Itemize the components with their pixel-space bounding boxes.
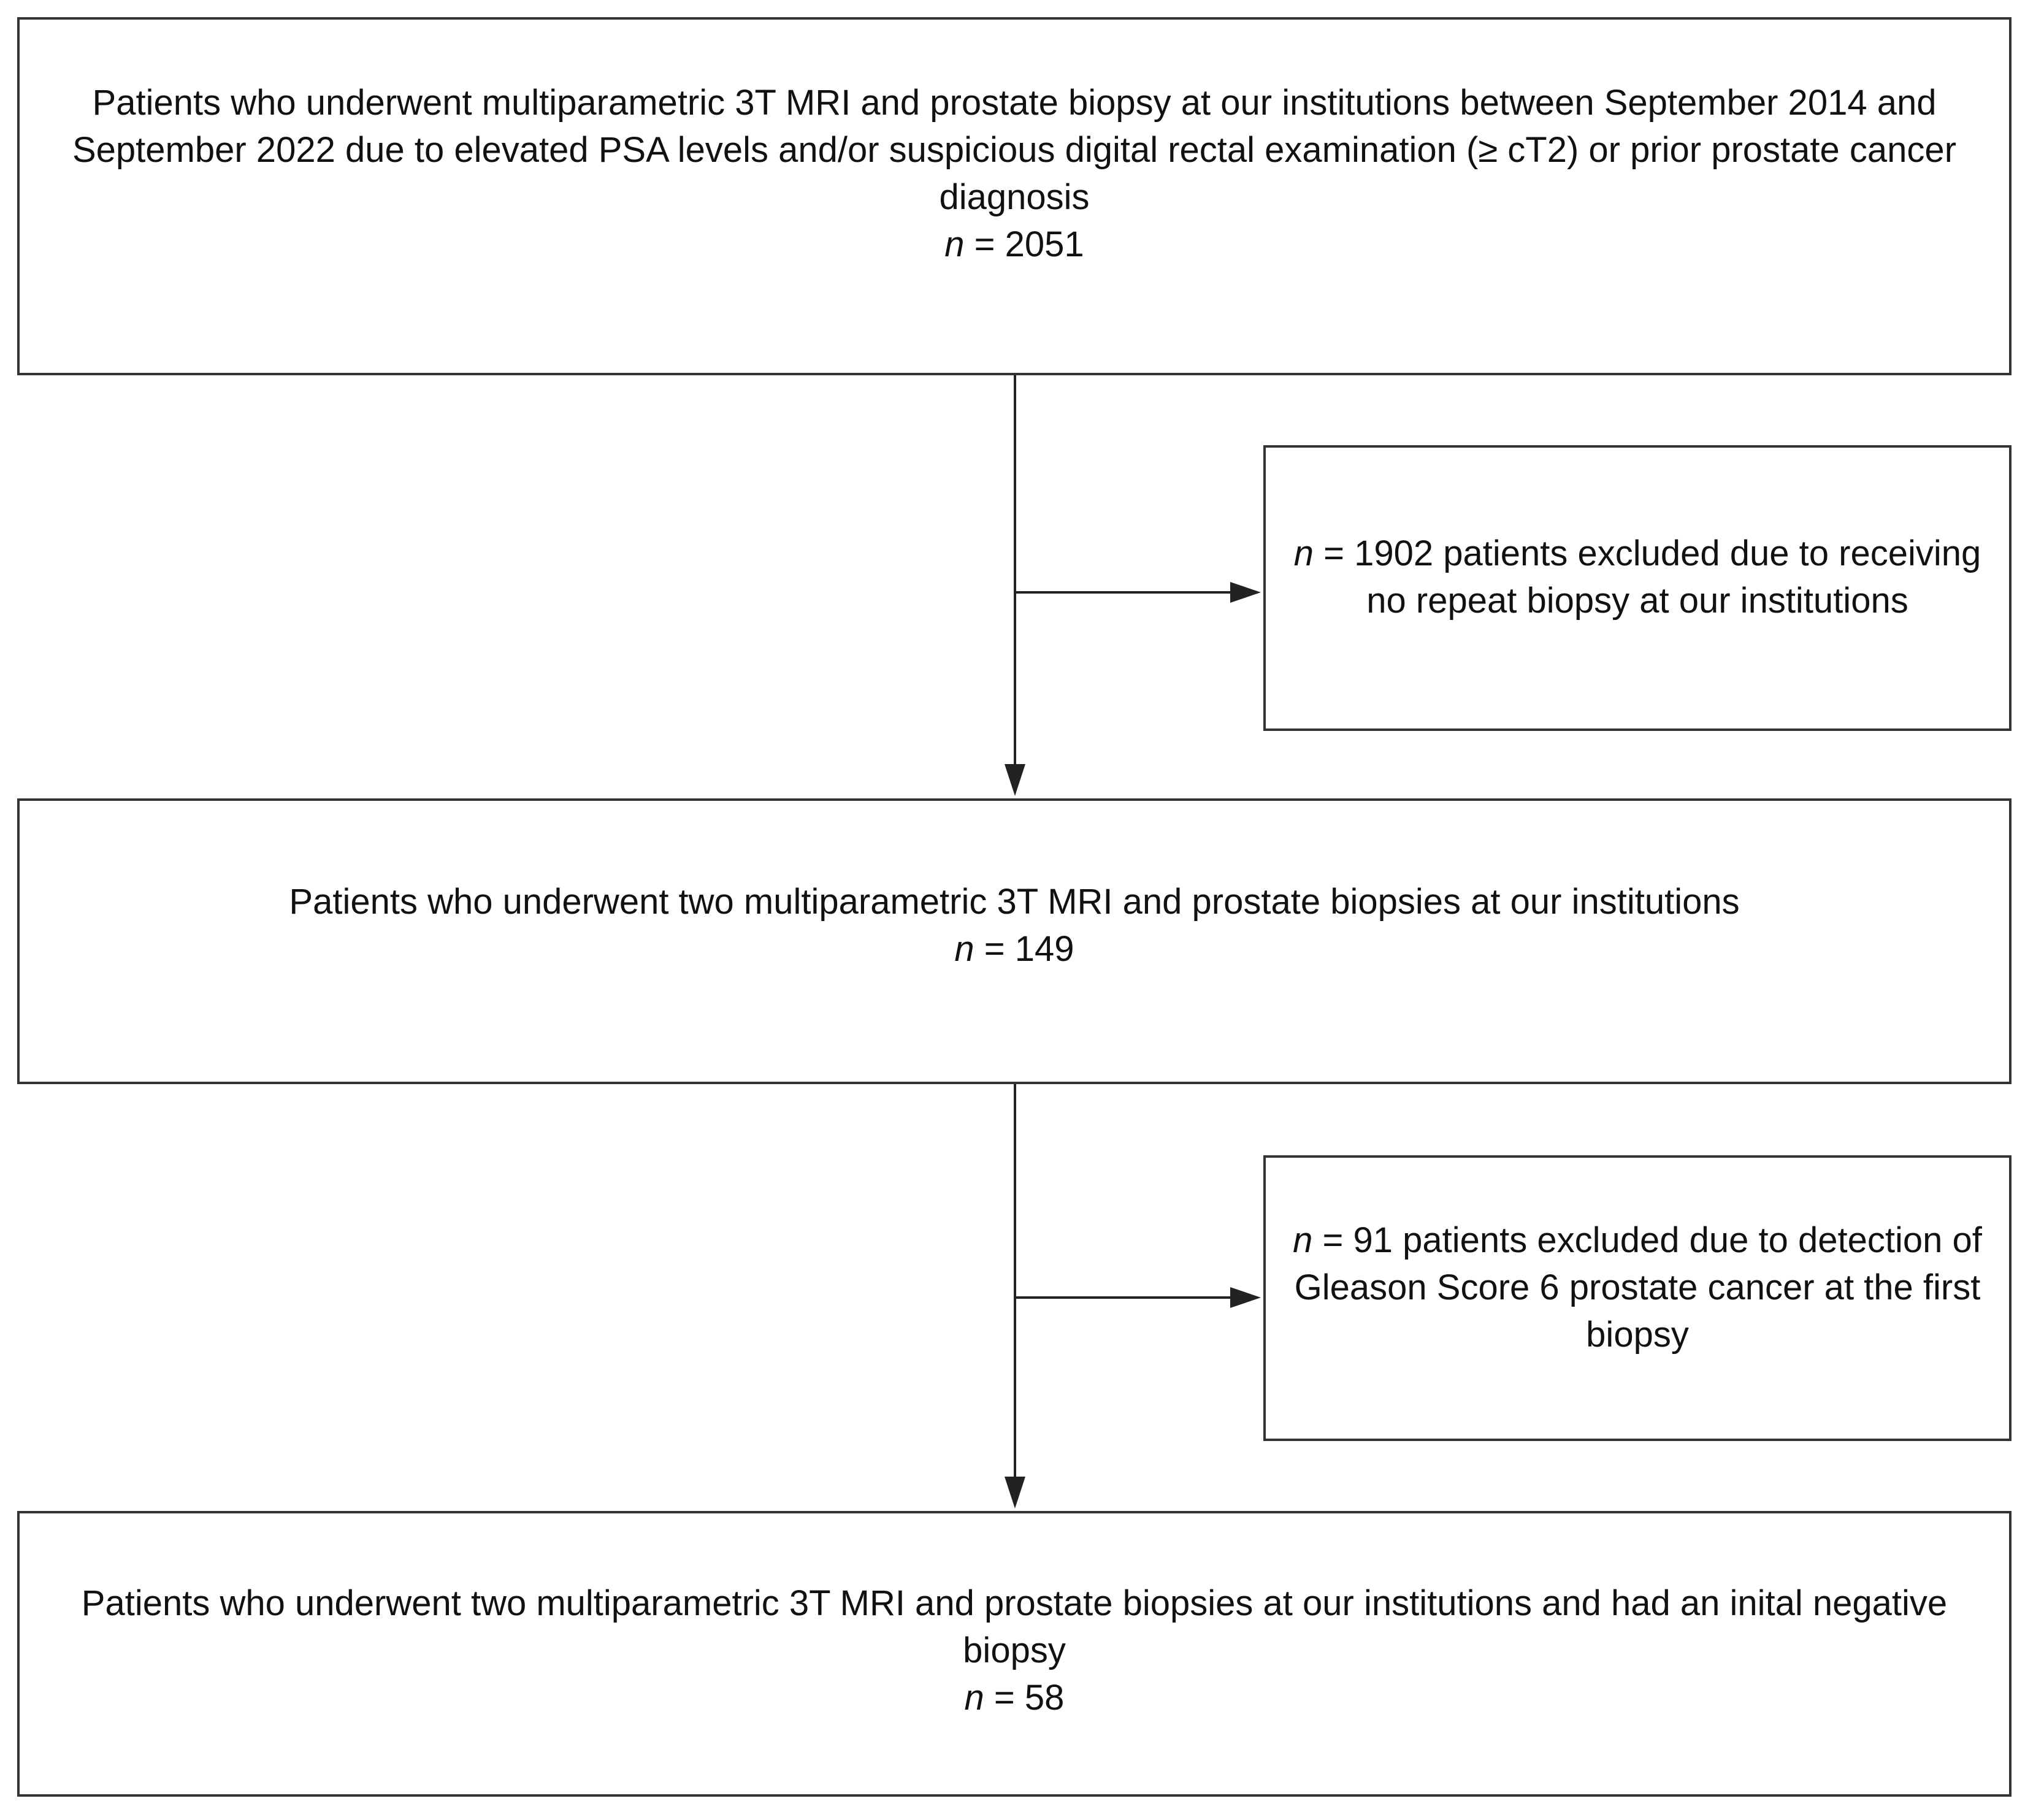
- second-cohort-box: Patients who underwent two multiparametr…: [17, 798, 2012, 1084]
- arrowhead-down-2: [1005, 1477, 1025, 1508]
- final-cohort-n-value: = 58: [984, 1677, 1065, 1718]
- n-symbol: n: [964, 1677, 984, 1718]
- arrowhead-down-1: [1005, 764, 1025, 796]
- exclusion-box-1: n = 1902 patients excluded due to receiv…: [1263, 445, 2012, 731]
- n-symbol: n: [954, 929, 974, 969]
- arrowhead-right-2: [1230, 1287, 1261, 1308]
- final-cohort-count: n = 58: [44, 1674, 1985, 1721]
- initial-cohort-n-value: = 2051: [964, 224, 1084, 264]
- initial-cohort-count: n = 2051: [20, 221, 2009, 268]
- initial-cohort-box: Patients who underwent multiparametric 3…: [17, 17, 2012, 375]
- n-symbol: n: [1293, 1220, 1313, 1260]
- final-cohort-text: Patients who underwent two multiparametr…: [81, 1583, 1948, 1670]
- exclusion-2-text: = 91 patients excluded due to detection …: [1294, 1220, 1982, 1355]
- final-cohort-box: Patients who underwent two multiparametr…: [17, 1511, 2012, 1797]
- initial-cohort-text: Patients who underwent multiparametric 3…: [72, 83, 1957, 217]
- exclusion-box-2: n = 91 patients excluded due to detectio…: [1263, 1155, 2012, 1441]
- n-symbol: n: [944, 224, 965, 264]
- arrowhead-right-1: [1230, 582, 1261, 603]
- second-cohort-count: n = 149: [289, 925, 1739, 973]
- second-cohort-n-value: = 149: [974, 929, 1074, 969]
- exclusion-1-text-line: n = 1902 patients excluded due to receiv…: [1290, 530, 1985, 624]
- exclusion-2-text-line: n = 91 patients excluded due to detectio…: [1290, 1217, 1985, 1358]
- second-cohort-text: Patients who underwent two multiparametr…: [289, 882, 1740, 922]
- n-symbol: n: [1293, 533, 1314, 573]
- exclusion-1-text: = 1902 patients excluded due to receivin…: [1314, 533, 1981, 621]
